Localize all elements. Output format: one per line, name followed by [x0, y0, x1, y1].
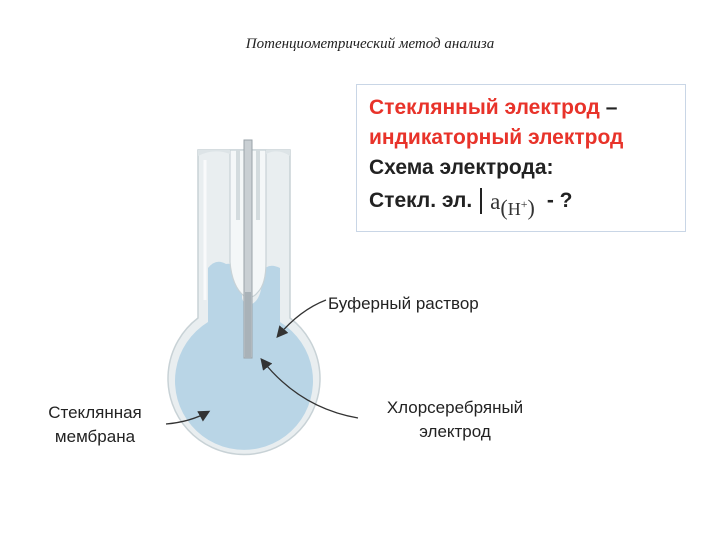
- agcl-electrode-label-line1: Хлорсеребряный: [386, 398, 524, 417]
- activity-symbol: a: [490, 189, 501, 214]
- info-line-2: индикаторный электрод: [369, 126, 624, 149]
- title-dash: –: [599, 96, 618, 119]
- phase-boundary: [480, 187, 483, 214]
- buffer-solution-label: Буферный раствор: [328, 294, 479, 313]
- activity-expression: a ( H+ ): [490, 183, 535, 220]
- buffer-solution-pointer: [276, 299, 327, 338]
- agcl-wire-tip: [245, 292, 251, 358]
- scheme-suffix: - ?: [546, 188, 573, 212]
- agcl-electrode-label: Хлорсеребряный электрод: [360, 396, 550, 444]
- ion-symbol: H: [507, 199, 521, 219]
- info-line-3: Схема электрода:: [369, 156, 554, 179]
- inner-tube-slit: [256, 150, 260, 220]
- glass-membrane-label-line1: Стеклянная: [48, 403, 142, 422]
- inner-tube-slit: [236, 150, 240, 220]
- electrode-scheme: Стекл. эл. a ( H+ ) - ?: [369, 183, 685, 220]
- ion-charge: +: [520, 197, 528, 211]
- info-line-1: Стеклянный электрод –: [369, 93, 685, 123]
- electrode-info-box: Стеклянный электрод – индикаторный элект…: [356, 84, 686, 232]
- agcl-electrode-pointer: [260, 357, 359, 419]
- activity-close-paren: ): [527, 195, 535, 220]
- activity-open-paren: (: [500, 195, 508, 220]
- electrode-title: Стеклянный электрод: [369, 96, 600, 119]
- tube-rim: [198, 150, 290, 156]
- glass-membrane-label: Стеклянная мембрана: [30, 401, 160, 449]
- agcl-electrode-label-line2: электрод: [419, 422, 491, 441]
- slide-title: Потенциометрический метод анализа: [245, 36, 495, 52]
- hydrogen-ion: H+: [508, 189, 528, 224]
- glass-membrane-label-line2: мембрана: [54, 427, 136, 446]
- scheme-prefix: Стекл. эл.: [369, 188, 473, 212]
- glass-membrane-pointer: [165, 410, 211, 425]
